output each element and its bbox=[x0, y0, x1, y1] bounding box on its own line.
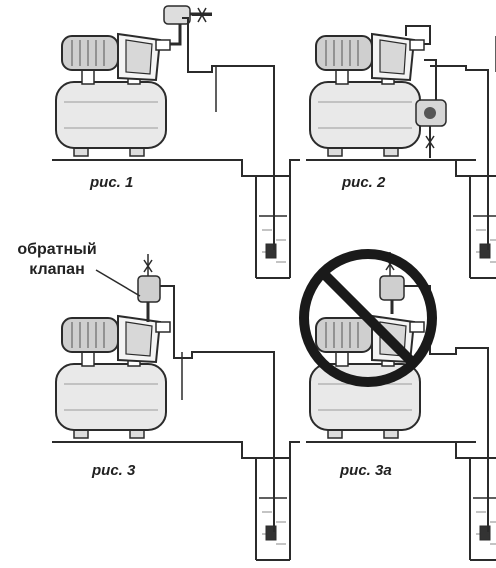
callout-line-1: обратный bbox=[17, 241, 97, 258]
pump-station bbox=[51, 315, 223, 443]
callout-leader bbox=[95, 269, 141, 297]
figure-2 bbox=[305, 25, 496, 279]
pressure-fitting bbox=[163, 5, 191, 25]
prohibited-icon bbox=[299, 249, 437, 387]
caption-figure-2: рис. 2 bbox=[342, 174, 386, 191]
check-valve bbox=[379, 275, 405, 301]
check-valve bbox=[137, 275, 161, 303]
check-valve-callout: обратный клапан bbox=[2, 240, 112, 280]
callout-line-2: клапан bbox=[29, 261, 85, 278]
valve-icon bbox=[197, 7, 207, 23]
figure-3a bbox=[305, 252, 496, 561]
well-pit bbox=[221, 159, 301, 279]
pump-station bbox=[51, 33, 223, 161]
caption-figure-3: рис. 3 bbox=[92, 462, 136, 479]
figure-3 bbox=[51, 254, 301, 561]
pump-station bbox=[305, 33, 477, 161]
figure-1 bbox=[51, 5, 301, 279]
caption-figure-1: рис. 1 bbox=[90, 174, 134, 191]
caption-figure-3a: рис. 3а bbox=[340, 462, 392, 479]
well-pit bbox=[221, 441, 301, 561]
